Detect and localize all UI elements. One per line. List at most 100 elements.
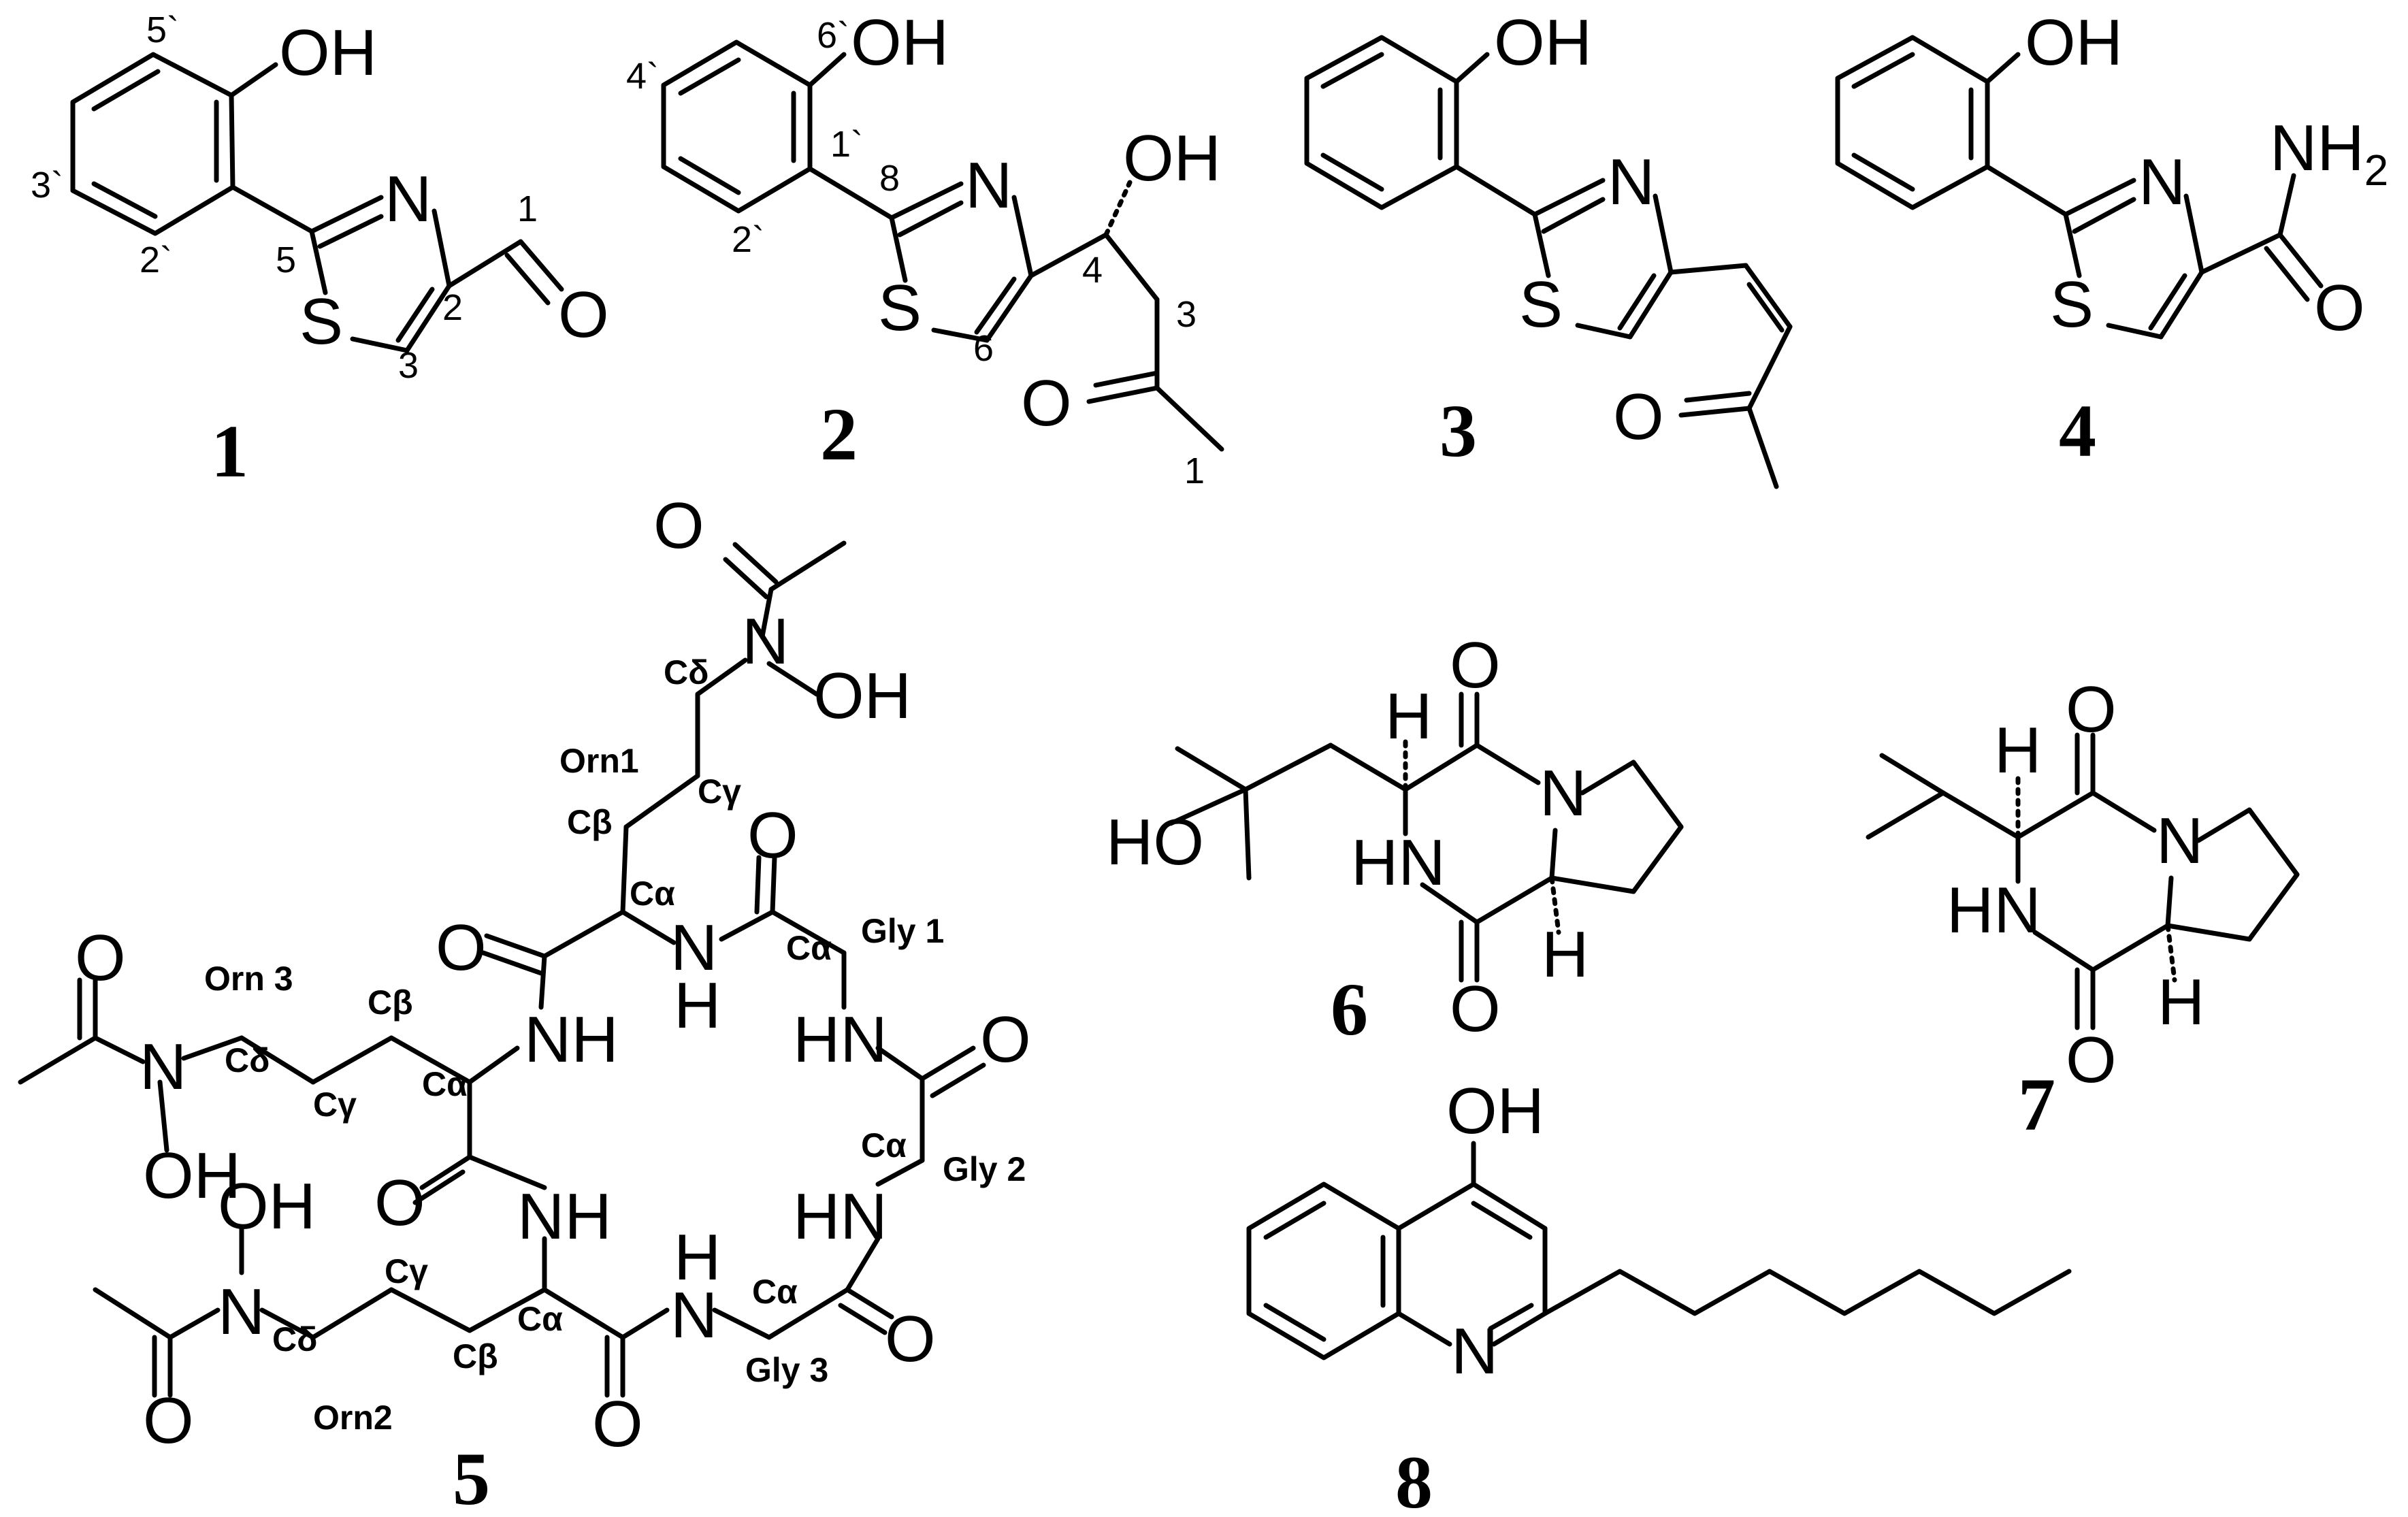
gly3-calpha-label: Cα <box>752 1273 798 1311</box>
position-1-label: 1 <box>1184 451 1205 491</box>
compound-4-bonds <box>1835 35 2324 340</box>
compound-1-bonds <box>70 52 564 353</box>
orn3-cdelta-label: Cδ <box>225 1041 270 1079</box>
sulfur-label: S <box>2050 268 2094 341</box>
position-3-label: 3 <box>398 345 419 386</box>
hydroxyl-oh-label: OH <box>2025 6 2123 79</box>
hydroxamate-nitrogen-top-label: N <box>742 605 789 678</box>
ketone-oxygen-label: O <box>1021 367 1072 440</box>
amide-nh-orn2-label: NH <box>517 1180 612 1253</box>
gly3-residue-label: Gly 3 <box>745 1351 828 1389</box>
hydroxyl-oh-label: OH <box>851 6 949 79</box>
orn2-cgamma-label: Cγ <box>385 1252 428 1290</box>
carbonyl-oxygen-orn3-label: O <box>374 1167 425 1239</box>
compound-4-structure: OH N S O NH2 4 <box>1835 6 2388 472</box>
ketone-oxygen-label: O <box>1613 380 1664 453</box>
orn1-calpha-label: Cα <box>630 875 675 913</box>
orn1-cbeta-label: Cβ <box>567 803 613 841</box>
position-2prime-label: 2` <box>732 219 764 260</box>
gly1-calpha-label: Cα <box>786 929 832 967</box>
orn1-cdelta-label: Cδ <box>664 653 709 691</box>
orn3-cbeta-label: Cβ <box>368 983 413 1022</box>
carbonyl-oxygen-orn1-label: O <box>436 911 487 984</box>
alpha-hydrogen-label: H <box>1994 714 2041 787</box>
acetyl-oxygen-left-label: O <box>75 921 126 994</box>
carbonyl-oxygen-gly1-label: O <box>747 799 798 872</box>
amide-nh-orn3-label: NH <box>524 1003 619 1076</box>
orn2-calpha-label: Cα <box>517 1300 563 1338</box>
carbonyl-oxygen-gly2-label: O <box>980 1003 1031 1076</box>
position-5prime-label: 5` <box>146 10 179 50</box>
acetyl-oxygen-bottom-label: O <box>143 1384 194 1457</box>
compound-5-bonds <box>18 540 986 1398</box>
nitrogen-label: N <box>965 149 1012 222</box>
sulfur-label: S <box>299 285 343 358</box>
position-8-label: 8 <box>879 158 900 199</box>
carbonyl-oxygen-top-label: O <box>2066 673 2117 746</box>
orn2-residue-label: Orn2 <box>313 1399 393 1437</box>
sulfur-label: S <box>1519 268 1563 341</box>
hydroxyl-oh-label: OH <box>1494 6 1592 79</box>
compound-5-number: 5 <box>453 1437 490 1517</box>
gly1-residue-label: Gly 1 <box>861 912 944 950</box>
orn1-cgamma-label: Cγ <box>698 772 741 811</box>
nitrogen-label: N <box>1608 146 1655 218</box>
compound-2-structure: OH N S OH O 6` 4` 1` 2` 8 6 4 3 1 2 <box>626 6 1224 491</box>
carbonyl-oxygen-bottom-label: O <box>2066 1024 2117 1096</box>
position-1-label: 1 <box>517 189 538 229</box>
alpha-hydrogen-label: H <box>1385 680 1432 753</box>
position-4prime-label: 4` <box>626 56 659 97</box>
compound-7-number: 7 <box>2018 1063 2055 1146</box>
amide-oxygen-label: O <box>2314 272 2365 344</box>
position-3-label: 3 <box>1176 294 1197 335</box>
side-chain-hydroxyl-label: OH <box>1123 122 1221 195</box>
compound-4-number: 4 <box>2059 389 2096 472</box>
position-3prime-label: 3` <box>31 165 63 206</box>
hydroxamate-nitrogen-bottom-label: N <box>218 1275 265 1348</box>
orn3-calpha-label: Cα <box>422 1065 468 1103</box>
position-6-label: 6 <box>973 328 994 369</box>
amide-hydrogen-orn1-label: H <box>674 969 721 1042</box>
orn3-cgamma-label: Cγ <box>313 1086 357 1124</box>
amide-hn-gly2-label: HN <box>793 1180 888 1253</box>
gly2-residue-label: Gly 2 <box>943 1150 1026 1188</box>
compound-2-number: 2 <box>820 393 858 476</box>
compound-3-number: 3 <box>1439 389 1477 472</box>
hydroxyl-oh-label: OH <box>279 16 377 89</box>
compound-1-number: 1 <box>211 410 248 493</box>
compound-2-bonds <box>661 39 1224 452</box>
orn1-residue-label: Orn1 <box>559 742 639 780</box>
position-2prime-label: 2` <box>140 240 172 280</box>
compound-8-structure: OH N 8 <box>1246 1075 2072 1517</box>
amide-hn-gly1-label: HN <box>793 1003 888 1076</box>
orn2-cdelta-label: Cδ <box>272 1320 317 1358</box>
amide-nitrogen-orn1-label: N <box>670 911 717 984</box>
compound-3-bonds <box>1304 35 1793 489</box>
proline-nitrogen-label: N <box>2156 804 2203 877</box>
position-5-label: 5 <box>276 240 296 280</box>
carbonyl-oxygen-label: O <box>558 278 609 351</box>
compound-3-structure: OH N S O 3 <box>1304 6 1793 489</box>
compound-7-bonds <box>1866 732 2300 1030</box>
sulfur-label: S <box>878 272 922 344</box>
compound-1-structure: OH N S O 5` 3` 2` 5 2 3 1 1 <box>31 10 609 493</box>
compound-6-bonds <box>1168 691 1684 983</box>
quinoline-nitrogen-label: N <box>1451 1315 1498 1388</box>
amide-hn-label: HN <box>1947 874 2041 947</box>
amide-hn-label: HN <box>1351 826 1446 899</box>
compound-8-bonds <box>1246 1141 2072 1360</box>
hydroxyl-left-label: OH <box>143 1139 241 1212</box>
amide-nitrogen-gly3-label: N <box>670 1279 717 1352</box>
amine-nh2-label: NH2 <box>2270 112 2388 195</box>
gly2-calpha-label: Cα <box>861 1126 907 1164</box>
hydroxamate-nitrogen-left-label: N <box>140 1030 186 1103</box>
nitrogen-label: N <box>2138 146 2185 218</box>
hydroxyl-top-label: OH <box>813 659 911 732</box>
acetyl-oxygen-top-label: O <box>653 489 704 562</box>
position-6prime-label: 6` <box>817 15 849 56</box>
compound-5-structure: O N OH O N H O NH HN O HN NH O H N O O O… <box>18 489 1031 1517</box>
carbonyl-oxygen-gly3-label: O <box>885 1303 936 1375</box>
proline-nitrogen-label: N <box>1540 757 1587 830</box>
compound-6-structure: H O N HO HN O H 6 <box>1106 629 1684 1051</box>
